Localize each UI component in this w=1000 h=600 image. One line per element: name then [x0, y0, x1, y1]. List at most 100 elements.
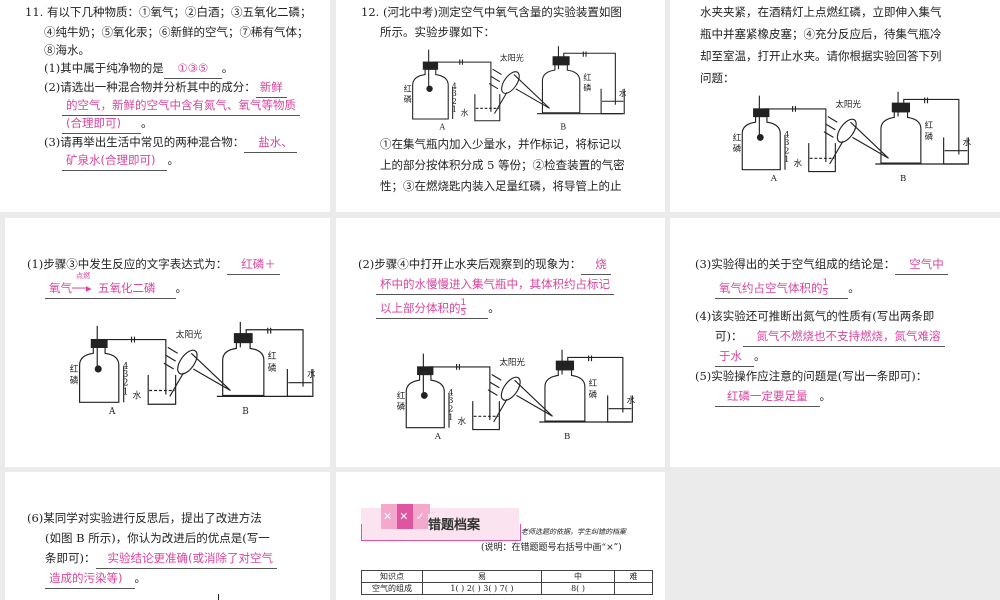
table-cell	[614, 582, 653, 595]
q11-p3-question: (3)请再举出生活中常见的两种混合物：	[44, 135, 245, 149]
diagram-label: 2	[452, 97, 457, 106]
diagram-label: 磷	[268, 362, 277, 374]
diagram-label: 水	[619, 88, 626, 98]
diagram-label: 1	[784, 155, 789, 165]
slide-q11: 11. 有以下几种物质：①氧气；②白酒；③五氧化二磷； ④纯牛奶；⑤氧化汞；⑥新…	[0, 0, 330, 212]
product: 五氧化二磷	[98, 281, 156, 295]
numerator: 1	[822, 278, 829, 289]
diagram-label: 红	[70, 363, 79, 375]
diagram-label: 太阳光	[835, 98, 861, 110]
diagram-label: B	[564, 432, 570, 441]
diagram-label: 太阳光	[499, 356, 525, 368]
s4-answer-2: 于水	[715, 346, 754, 367]
archive-note: (说明：在错题题号右括号中画“×”)	[481, 543, 622, 553]
diagram-label: A	[438, 123, 445, 132]
s6-answer-2: 造成的污染等)	[45, 568, 135, 589]
apparatus-b	[487, 349, 633, 423]
diagram-label: 红	[268, 350, 277, 362]
s6-question-2: (如图 B 所示)，你认为改进后的优点是(写一	[45, 531, 270, 545]
s6-question-3: 条即可)：	[45, 551, 96, 565]
q11-part2: (2)请选出一种混合物并分析其中的成分：新鲜	[44, 77, 287, 98]
slide-step2: (2)步骤④中打开止水夹后观察到的现象为：烧 杯中的水慢慢进入集气瓶中，其体积约…	[336, 218, 665, 467]
diagram-label: 3	[784, 138, 789, 148]
period: 。	[175, 281, 188, 295]
diagram-label: 水	[963, 136, 972, 148]
apparatus-a	[741, 95, 836, 173]
s4-question-2: 可)：	[715, 329, 743, 343]
diagram-label: 红	[404, 83, 412, 93]
period: 。	[754, 349, 766, 363]
period: 。	[134, 571, 147, 585]
diagram-label: 2	[123, 379, 129, 389]
q11-stem-1: 11. 有以下几种物质：①氧气；②白酒；③五氧化二磷；	[25, 5, 312, 19]
s2-answer-text: 以上部分体积的	[380, 301, 461, 315]
diagram-label: 4	[784, 130, 790, 140]
diagram-label: A	[770, 174, 778, 183]
archive-title: 错题档案	[428, 514, 481, 533]
diagram-label: 太阳光	[176, 329, 203, 341]
apparatus-b	[163, 321, 314, 397]
diagram-label: B	[900, 174, 906, 183]
s2-answer-2: 杯中的水慢慢进入集气瓶中，其体积约占标记	[376, 274, 614, 295]
s3-answer-text: 氧气约占空气体积的	[719, 281, 823, 295]
banner-frame	[361, 524, 521, 541]
q12-cont-4: 问题：	[700, 71, 735, 85]
diagram-label: 红	[397, 389, 406, 401]
header-cell: 易	[422, 570, 542, 583]
s1-answer-1: 红磷＋	[227, 254, 280, 275]
diagram-label: 红	[925, 119, 934, 131]
period: 。	[167, 153, 179, 167]
s1-answer-2: 氧气点燃──▸ 五氧化二磷	[45, 272, 176, 299]
s3-question: (3)实验得出的关于空气组成的结论是：	[695, 257, 896, 271]
apparatus-a	[405, 353, 500, 431]
diagram-label: 磷	[583, 83, 591, 93]
diagram-label: 4	[123, 362, 129, 372]
q12-cont-3: 却至室温，打开止水夹。请你根据实验回答下列	[700, 49, 942, 63]
apparatus-b	[823, 91, 969, 165]
diagram-label: 红	[589, 377, 598, 389]
table-header: 知识点易中难	[361, 570, 653, 583]
denominator: 5	[460, 308, 467, 318]
q11-p3-answer-2: 矿泉水(合理即可)	[62, 150, 168, 171]
q11-p2-answer-2: 的空气，新鲜的空气中含有氮气、氧气等物质	[62, 95, 300, 116]
reaction-condition: 点燃	[76, 272, 90, 280]
q12-step-2: 上的部分按体积分成 5 等份；②检查装置的气密	[380, 158, 625, 172]
denominator: 5	[822, 288, 829, 298]
q11-p2-answer-1: 新鲜	[255, 77, 287, 98]
arrow-icon: ──▸	[72, 281, 92, 295]
numerator: 1	[460, 298, 467, 309]
diagram-label: 水	[627, 394, 636, 406]
diagram-label: 3	[448, 396, 453, 406]
s5-question: (5)实验操作应注意的问题是(写出一条即可)：	[695, 369, 928, 383]
period: 。	[488, 301, 500, 315]
q12-cont-2: 瓶中并塞紧橡皮塞；④充分反应后，待集气瓶冷	[700, 27, 942, 41]
apparatus-a	[79, 325, 177, 405]
diagram-label: 磷	[589, 388, 598, 400]
s5-answer: 红磷一定要足量	[715, 386, 820, 407]
diagram-label: B	[560, 123, 566, 132]
diagram-fragment	[218, 594, 219, 600]
diagram-label: 水	[458, 415, 467, 427]
slide-step6: (6)某同学对实验进行反思后，提出了改进方法 (如图 B 所示)，你认为改进后的…	[5, 472, 330, 600]
diagram-label: 水	[133, 389, 142, 401]
s1-question: (1)步骤③中发生反应的文字表达式为：	[27, 257, 228, 271]
diagram-label: 1	[452, 105, 457, 114]
diagram-label: 太阳光	[500, 52, 524, 62]
q11-p2-question: (2)请选出一种混合物并分析其中的成分：	[44, 80, 256, 94]
slide-q12-cont: 水夹夹紧，在酒精灯上点燃红磷，立即伸入集气 瓶中并塞紧橡皮塞；④充分反应后，待集…	[670, 0, 1000, 212]
s6-question-1: (6)某同学对实验进行反思后，提出了改进方法	[27, 511, 262, 525]
diagram-label: 红	[733, 131, 742, 143]
archive-slogan: 老师选题的依据，学生纠错的档案	[521, 528, 626, 536]
s4-answer-1: 氮气不燃烧也不支持燃烧，氮气难溶	[742, 326, 945, 347]
q11-p2-answer-3: (合理即可)	[62, 113, 141, 134]
diagram-label: 4	[452, 82, 457, 91]
reactant-oxygen: 氧气	[49, 281, 72, 295]
